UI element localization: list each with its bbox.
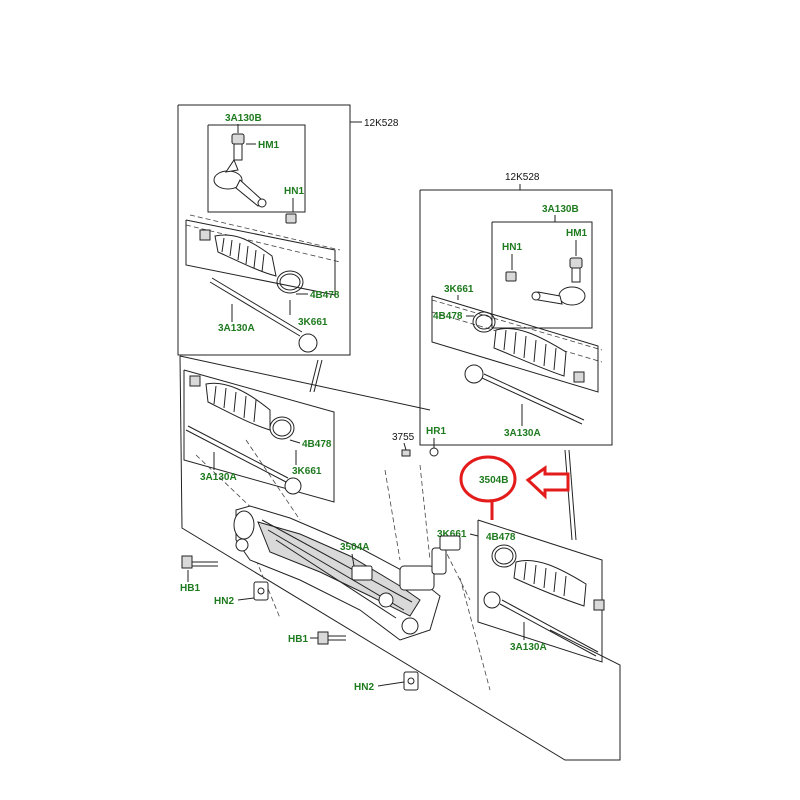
label-3504b: 3504B <box>479 475 508 486</box>
label-3a130a: 3A130A <box>504 428 541 439</box>
label-4b478: 4B478 <box>302 439 332 450</box>
bracket <box>403 671 419 691</box>
boot <box>199 229 277 277</box>
label-hr1: HR1 <box>426 426 446 437</box>
label-3504a: 3504A <box>340 542 369 553</box>
label-hb1: HB1 <box>288 634 308 645</box>
label-3k661: 3K661 <box>292 466 322 477</box>
top-left-inner-frame <box>207 124 306 213</box>
clamp <box>269 416 295 440</box>
inner-tie-rod <box>209 277 318 353</box>
label-4b478: 4B478 <box>433 311 463 322</box>
top-left-group-label: 12K528 <box>364 118 399 129</box>
label-hn1: HN1 <box>284 186 304 197</box>
tie-rod-end <box>505 257 586 306</box>
label-hn2: HN2 <box>214 596 234 607</box>
top-left-frame <box>177 104 351 356</box>
right-inner-frame <box>491 221 593 329</box>
nut <box>285 213 297 224</box>
label-hm1: HM1 <box>258 140 280 151</box>
label-3a130a: 3A130A <box>510 642 547 653</box>
label-hb1: HB1 <box>180 583 200 594</box>
label-4b478: 4B478 <box>486 532 516 543</box>
inner-tie-rod <box>185 425 302 495</box>
boot <box>189 375 271 431</box>
label-3a130b: 3A130B <box>542 204 579 215</box>
label-hn1: HN1 <box>502 242 522 253</box>
right-assembly: 12K528 3A130B HM1 HN1 3K661 4B478 <box>419 172 613 541</box>
boot <box>493 328 585 383</box>
label-3a130a: 3A130A <box>200 472 237 483</box>
main-boot-frame <box>183 369 335 503</box>
label-3k661: 3K661 <box>298 317 328 328</box>
label-hm1: HM1 <box>566 228 588 239</box>
right-frame <box>419 189 613 446</box>
label-3k661: 3K661 <box>444 284 474 295</box>
lower-right-boot-frame <box>477 519 603 663</box>
boot-frame <box>431 295 599 393</box>
inner-tie-rod <box>483 591 599 657</box>
bolt <box>317 631 346 645</box>
clamp <box>276 270 304 294</box>
right-group-label: 12K528 <box>505 172 540 183</box>
clamp <box>491 544 517 568</box>
label-3755: 3755 <box>392 432 415 443</box>
label-3a130b: 3A130B <box>225 113 262 124</box>
inner-tie-rod <box>464 364 585 425</box>
steering-rack <box>233 505 461 641</box>
boot-frame <box>185 219 336 296</box>
clip <box>401 449 411 457</box>
highlight-arrow-icon <box>525 465 570 500</box>
label-3a130a: 3A130A <box>218 323 255 334</box>
tie-rod-end <box>213 133 267 208</box>
label-3k661: 3K661 <box>437 529 467 540</box>
main-frame-left <box>179 355 621 761</box>
main-assembly: 4B478 3A130A 3K661 3755 HR1 3504B <box>179 355 621 761</box>
boot <box>513 560 605 611</box>
bracket <box>253 581 269 601</box>
main-frame-top <box>179 355 431 411</box>
clamp <box>472 311 496 333</box>
top-left-assembly: 12K528 3A130B HM1 HN1 <box>177 104 399 393</box>
bolt <box>181 555 218 569</box>
highlight-circle <box>459 455 517 503</box>
label-4b478: 4B478 <box>310 290 340 301</box>
label-hn2: HN2 <box>354 682 374 693</box>
ring <box>429 447 439 457</box>
